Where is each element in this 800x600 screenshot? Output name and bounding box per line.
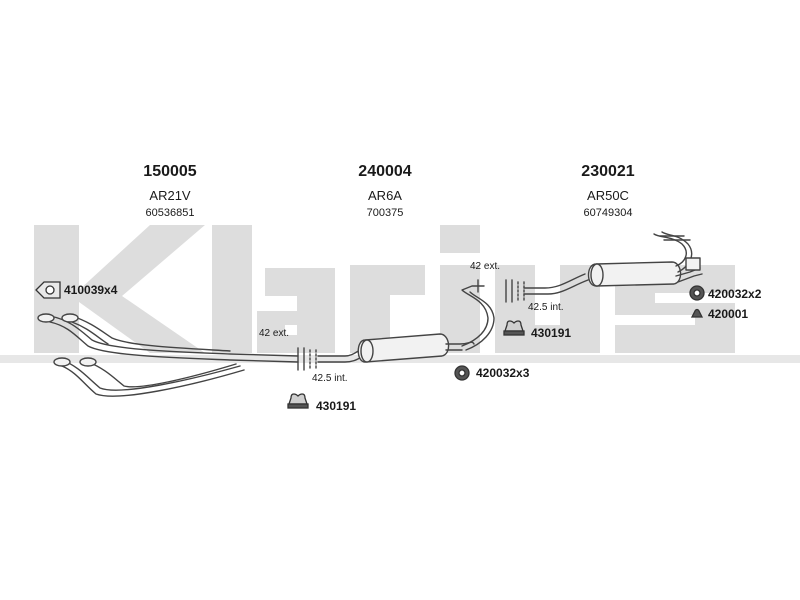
fitting-label-clamp-1: 420032x3	[476, 366, 530, 380]
fitting-label-hanger: 420001	[708, 307, 749, 321]
joint-2-int-label: 42.5 int.	[528, 302, 564, 313]
part-reference-2: 700375	[366, 207, 404, 219]
part-reference-1: 60536851	[145, 207, 195, 219]
fitting-label-gasket: 410039x4	[64, 283, 118, 297]
rubber-mount-icon	[503, 320, 525, 336]
clamp-icon	[454, 365, 470, 381]
joint-1-ext-label: 42 ext.	[259, 328, 290, 339]
joint-1-marks	[297, 347, 317, 371]
fitting-label-mount-1: 430191	[316, 399, 357, 413]
joint-2-marks	[505, 279, 525, 303]
fitting-label-mount-2: 430191	[531, 326, 572, 340]
part-number-2: 240004	[358, 163, 412, 180]
joint-2-ext-label: 42 ext.	[470, 261, 501, 272]
joint-1-int-label: 42.5 int.	[312, 373, 348, 384]
fitting-label-clamp-2: 420032x2	[708, 287, 762, 301]
part-reference-3: 60749304	[583, 207, 633, 219]
hanger-icon	[690, 308, 704, 318]
clamp-icon	[689, 285, 705, 301]
part-code-2: AR6A	[368, 188, 402, 203]
middle-silencer	[317, 279, 495, 363]
front-pipe-assembly	[37, 313, 299, 397]
part-code-3: AR50C	[587, 188, 629, 203]
part-code-1: AR21V	[149, 188, 191, 203]
rubber-mount-icon	[287, 393, 309, 409]
part-number-1: 150005	[143, 163, 197, 180]
gasket-icon	[35, 281, 61, 299]
part-number-3: 230021	[581, 163, 635, 180]
rear-silencer	[523, 231, 703, 295]
